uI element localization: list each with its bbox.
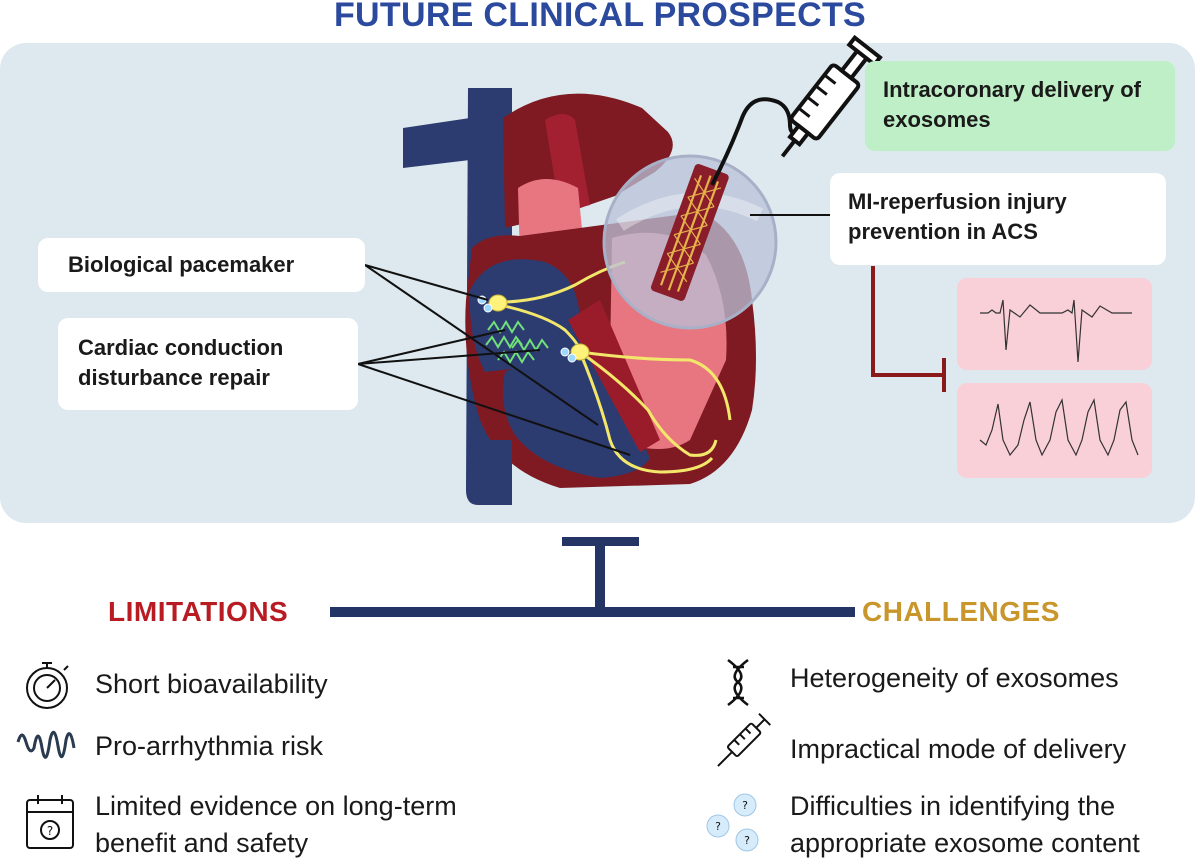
ecg-arrhythmia-panel — [957, 383, 1152, 478]
challenge-item: Difficulties in identifying the appropri… — [790, 791, 1140, 858]
conduction-label-text: Cardiac conduction disturbance repair — [78, 335, 284, 390]
ecg-normal-panel — [957, 278, 1152, 370]
limitation-item: Limited evidence on long-term benefit an… — [95, 791, 457, 858]
svg-text:?: ? — [742, 799, 748, 812]
mi-injury-label-text: MI-reperfusion injury prevention in ACS — [848, 189, 1067, 244]
av-node — [560, 343, 590, 363]
stent-magnifier — [602, 154, 830, 330]
syringe-icon — [717, 713, 771, 767]
challenges-heading: CHALLENGES — [862, 596, 1060, 627]
limitation-item: Pro-arrhythmia risk — [95, 731, 324, 761]
stopwatch-icon — [26, 662, 69, 709]
balance-bar — [330, 537, 855, 617]
conduction-leader-lines — [357, 329, 631, 456]
syringe-catheter — [710, 34, 883, 186]
limitation-item: Short bioavailability — [95, 669, 328, 699]
pacemaker-leader-lines — [364, 264, 599, 426]
calendar-question-icon: ? — [26, 795, 74, 849]
delivery-label-text: Intracoronary delivery of exosomes — [883, 77, 1141, 132]
inhibition-arrow — [871, 266, 946, 392]
question-bubbles-icon: ? ? ? — [706, 793, 759, 852]
delivery-label: Intracoronary delivery of exosomes — [865, 61, 1175, 151]
svg-text:?: ? — [744, 834, 750, 847]
pacemaker-label: Biological pacemaker — [38, 238, 365, 292]
svg-text:?: ? — [47, 824, 53, 838]
challenge-item: Heterogeneity of exosomes — [790, 663, 1119, 693]
limitations-heading: LIMITATIONS — [108, 596, 289, 627]
challenge-item: Impractical mode of delivery — [790, 734, 1127, 764]
page-title: FUTURE CLINICAL PROSPECTS — [333, 0, 866, 34]
wave-icon — [16, 730, 76, 759]
pacemaker-label-text: Biological pacemaker — [68, 252, 295, 277]
mi-injury-label: MI-reperfusion injury prevention in ACS — [830, 173, 1166, 265]
svg-text:?: ? — [715, 820, 721, 833]
dna-icon — [727, 659, 749, 706]
sinoatrial-node — [477, 294, 508, 313]
conduction-label: Cardiac conduction disturbance repair — [58, 318, 358, 410]
